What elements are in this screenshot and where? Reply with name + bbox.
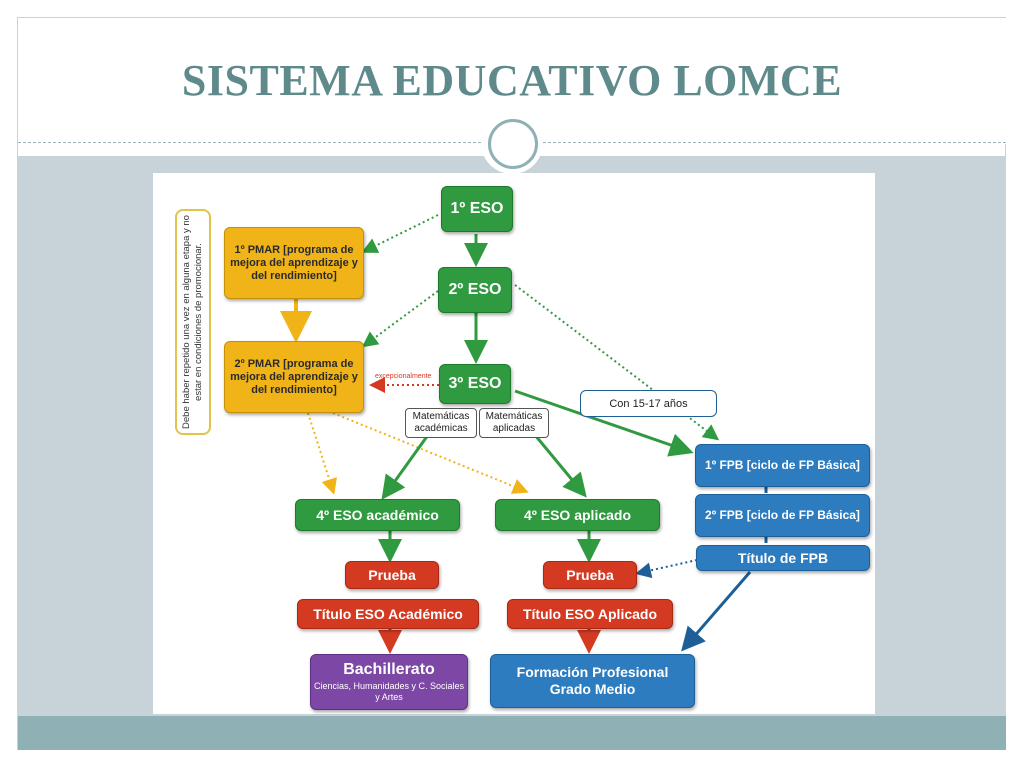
slide-title: SISTEMA EDUCATIVO LOMCE [181, 56, 843, 105]
dotted-eso1-pmar1 [361, 214, 439, 253]
mat-academicas-box: Matemáticas académicas [405, 408, 477, 438]
side-note: Debe haber repetido una vez en alguna et… [175, 209, 211, 435]
arrow-mat-aplicadas-eso4 [533, 434, 587, 498]
eso1-box: 1º ESO [441, 186, 513, 232]
eso2-box: 2º ESO [438, 267, 512, 313]
prueba-right-box: Prueba [543, 561, 637, 589]
titulo-academico-box: Título ESO Académico [297, 599, 479, 629]
circle-ornament-ring [488, 119, 538, 169]
titulo-fpb-box: Título de FPB [696, 545, 870, 571]
dotted-eso2-pmar2 [361, 290, 439, 348]
dotted-pmar2-eso4academico [307, 412, 337, 495]
excepcionalmente-label: excepcionalmente [375, 373, 432, 380]
footer-band [18, 716, 1006, 750]
arrow-mat-academicas-eso4 [381, 434, 430, 500]
fpb1-box: 1º FPB [ciclo de FP Básica] [695, 444, 870, 487]
eso4-aplicado-box: 4º ESO aplicado [495, 499, 660, 531]
bachillerato-subtitle: Ciencias, Humanidades y C. Sociales y Ar… [313, 681, 465, 702]
con-edad-box: Con 15-17 años [580, 390, 717, 417]
bachillerato-title: Bachillerato [343, 661, 435, 678]
titulo-aplicado-box: Título ESO Aplicado [507, 599, 673, 629]
fpb2-box: 2º FPB [ciclo de FP Básica] [695, 494, 870, 537]
arrow-eso3-fpb1 [514, 389, 694, 457]
prueba-left-box: Prueba [345, 561, 439, 589]
eso4-academico-box: 4º ESO académico [295, 499, 460, 531]
side-note-text: Debe haber repetido una vez en alguna et… [181, 215, 204, 429]
pmar1-box: 1º PMAR [programa de mejora del aprendiz… [224, 227, 364, 299]
bachillerato-box: Bachillerato Ciencias, Humanidades y C. … [310, 654, 468, 710]
education-flow-diagram: Debe haber repetido una vez en alguna et… [153, 173, 875, 714]
arrow-titulofpb-fp [681, 571, 752, 652]
fp-medio-box: Formación Profesional Grado Medio [490, 654, 695, 708]
mat-aplicadas-box: Matemáticas aplicadas [479, 408, 549, 438]
dotted-titulofpb-prueba [635, 559, 698, 579]
eso3-box: 3º ESO [439, 364, 511, 404]
pmar2-box: 2º PMAR [programa de mejora del aprendiz… [224, 341, 364, 413]
